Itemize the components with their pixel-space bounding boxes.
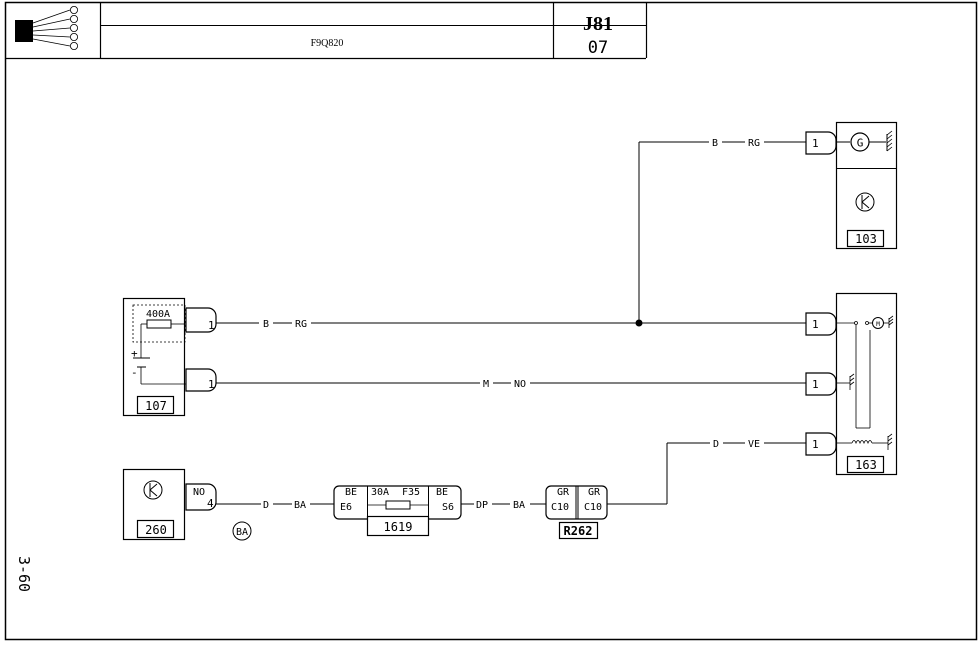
- svg-text:M: M: [876, 321, 880, 328]
- left-wire-color: GR: [557, 487, 570, 498]
- connector-pin: [805, 372, 837, 396]
- ground-icon: [888, 315, 894, 328]
- connector-pin: [185, 307, 217, 333]
- fuse-rating: 30A: [371, 487, 389, 498]
- left-wire-color: BE: [345, 487, 357, 498]
- component-ref-box: [558, 521, 599, 540]
- svg-text:VE: VE: [748, 439, 760, 450]
- ground-icon: [887, 433, 893, 450]
- component-107: 400A + - 107 1 1: [122, 297, 217, 417]
- connector-pin: [185, 483, 217, 511]
- svg-text:RG: RG: [295, 319, 307, 330]
- harness-marker: BA: [232, 521, 252, 541]
- pin-number: 1: [812, 137, 819, 150]
- wire-107-top: B RG: [216, 319, 806, 330]
- wire-1619: DP BA: [461, 500, 546, 511]
- component-103: 103 1 G: [805, 121, 898, 250]
- engine-code: F9Q820: [311, 38, 344, 49]
- svg-text:BA: BA: [513, 500, 525, 511]
- component-1619: 1619 BE BE 30A F35 E6 S6: [333, 485, 462, 537]
- component-ref-box: [136, 395, 175, 415]
- component-ref-box: [846, 229, 885, 248]
- fuse-rating: 400A: [146, 309, 170, 320]
- right-wire-color: GR: [588, 487, 601, 498]
- svg-text:D: D: [713, 439, 719, 450]
- connector-pin: [805, 432, 837, 456]
- battery-icon: [133, 357, 186, 385]
- svg-text:B: B: [263, 319, 269, 330]
- wire-260: D BA: [216, 500, 334, 511]
- page-frame: [4, 1, 978, 641]
- wire-107-bottom: M NO: [216, 379, 806, 390]
- right-wire-color: BE: [436, 487, 448, 498]
- ground-icon: [886, 130, 893, 152]
- svg-text:NO: NO: [514, 379, 526, 390]
- pin-number: 1: [812, 438, 819, 451]
- svg-text:BA: BA: [236, 527, 248, 538]
- component-ref: R262: [564, 524, 593, 538]
- component-ref: 1619: [384, 520, 413, 534]
- page-side-label: 3-60: [15, 556, 33, 592]
- component-260: 260 NO 4: [122, 468, 217, 541]
- component-ref: 163: [855, 458, 877, 472]
- sheet-number: 07: [588, 38, 608, 58]
- pin-number: 1: [208, 319, 215, 332]
- wire-163-bottom: D VE: [607, 439, 806, 505]
- connector-logo-icon: [15, 6, 79, 51]
- battery-plus: +: [131, 347, 138, 360]
- component-ref: 103: [855, 232, 877, 246]
- pin-number: 1: [812, 318, 819, 331]
- left-pin: C10: [551, 502, 569, 513]
- svg-text:B: B: [712, 138, 718, 149]
- title-block: F9Q820 J81 07: [5, 3, 648, 60]
- pin-label: NO: [193, 487, 205, 498]
- right-pin: C10: [584, 502, 602, 513]
- connector-pin: [805, 131, 837, 155]
- connector-r262: GR GR C10 C10 R262: [545, 485, 608, 540]
- right-pin: S6: [442, 502, 454, 513]
- connector-pin: [805, 312, 837, 336]
- svg-text:BA: BA: [294, 500, 306, 511]
- wire-103: B RG: [639, 138, 806, 149]
- component-ref-box: [846, 455, 885, 474]
- left-pin: E6: [340, 502, 352, 513]
- sheet-code: J81: [583, 13, 613, 35]
- pin-number: 1: [208, 378, 215, 391]
- battery-minus: -: [131, 366, 138, 379]
- svg-text:M: M: [483, 379, 489, 390]
- lamp-symbol-icon: [855, 192, 875, 212]
- svg-text:DP: DP: [476, 500, 488, 511]
- svg-text:D: D: [263, 500, 269, 511]
- ground-icon: [849, 373, 855, 390]
- svg-text:RG: RG: [748, 138, 760, 149]
- fuse-id: F35: [402, 487, 420, 498]
- pin-number: 4: [207, 497, 214, 510]
- generator-letter: G: [857, 137, 864, 150]
- component-163: 163 1 1 1 M: [805, 292, 898, 476]
- component-ref: 260: [145, 523, 167, 537]
- component-ref-box: [136, 519, 175, 539]
- component-ref: 107: [145, 399, 167, 413]
- pin-number: 1: [812, 378, 819, 391]
- lamp-symbol-icon: [143, 480, 163, 500]
